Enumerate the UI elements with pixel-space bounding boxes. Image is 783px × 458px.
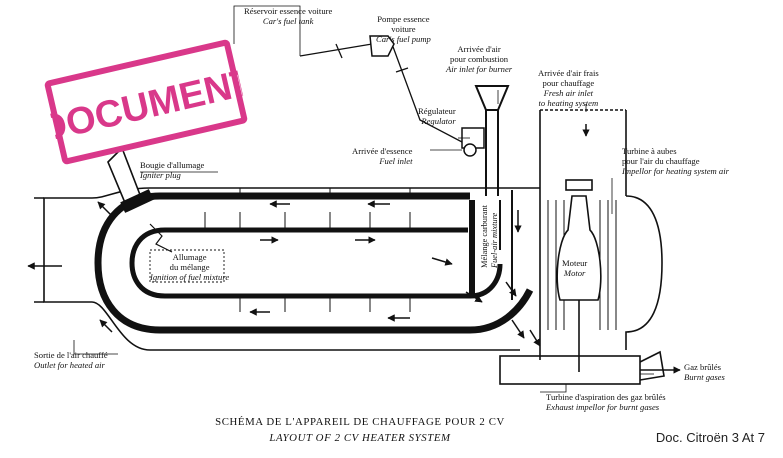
regulator-unit xyxy=(461,127,485,157)
outer-casing xyxy=(34,187,540,351)
fuel-pump-shape xyxy=(369,35,395,57)
label-ignition: Allumage du mélange Ignition of fuel mix… xyxy=(150,252,230,282)
igniter-plug xyxy=(107,146,173,253)
burner-tube xyxy=(469,85,513,300)
label-fuel-pump: Pompe essence voiture Car's fuel pump xyxy=(376,14,431,44)
label-igniter: Bougie d'allumage Igniter plug xyxy=(140,160,205,180)
label-fuel-tank: Réservoir essence voiture Car's fuel tan… xyxy=(244,6,333,26)
label-air-inlet-burner: Arrivée d'air pour combustion Air inlet … xyxy=(446,44,513,74)
fresh-air-duct xyxy=(539,109,663,360)
label-fuel-air-mix: Mélange carburant Fuel-air mixture xyxy=(480,204,499,268)
label-fresh-air: Arrivée d'air frais pour chauffage Fresh… xyxy=(538,68,599,108)
caption-french: SCHÉMA DE L'APPAREIL DE CHAUFFAGE POUR 2… xyxy=(215,416,505,428)
fuel-line xyxy=(299,43,463,143)
heat-fins xyxy=(204,188,411,312)
label-burnt-gases: Gaz brûlés Burnt gases xyxy=(684,362,725,382)
label-exhaust-impellor: Turbine d'aspiration des gaz brûlés Exha… xyxy=(546,392,666,412)
label-motor: Moteur Motor xyxy=(562,258,588,278)
leader-lines xyxy=(73,5,654,393)
label-outlet: Sortie de l'air chauffé Outlet for heate… xyxy=(34,350,108,370)
combustion-chamber xyxy=(94,192,534,334)
label-fuel-inlet: Arrivée d'essence Fuel inlet xyxy=(352,146,413,166)
flow-arrows xyxy=(27,124,681,374)
label-regulator: Régulateur Regulator xyxy=(418,106,456,126)
exhaust-chamber xyxy=(499,350,665,385)
caption-english: LAYOUT OF 2 CV HEATER SYSTEM xyxy=(269,432,451,444)
document-reference: Doc. Citroën 3 At 7 xyxy=(655,430,765,445)
label-impellor: Turbine à aubes pour l'air du chauffage … xyxy=(622,146,729,176)
ignition-box xyxy=(149,249,225,283)
